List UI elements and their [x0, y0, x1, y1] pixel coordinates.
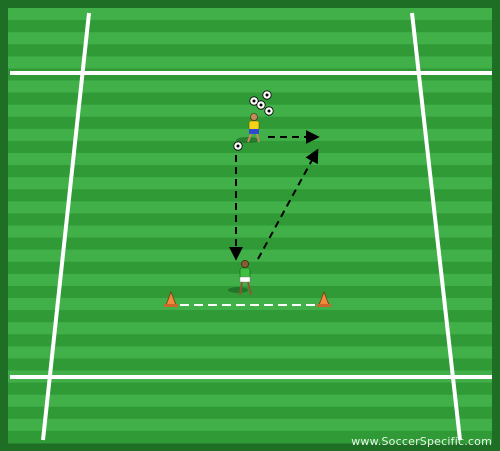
field-stripe — [8, 44, 492, 57]
arrows — [229, 130, 320, 261]
receiver-player — [228, 260, 252, 296]
field-stripe — [8, 20, 492, 33]
ball-pile — [233, 90, 274, 151]
field-stripe — [8, 249, 492, 263]
right-sideline — [410, 12, 462, 441]
field-stripe — [8, 237, 492, 251]
left-sideline — [41, 12, 91, 441]
ball-icon — [233, 141, 243, 151]
field-stripe — [8, 140, 492, 154]
field-stripe — [8, 358, 492, 371]
field-stripe — [8, 322, 492, 335]
field-stripe — [8, 261, 492, 275]
field-stripe — [8, 382, 492, 396]
field-stripe — [8, 394, 492, 408]
field-stripe — [8, 418, 492, 432]
field-stripe — [8, 104, 492, 118]
field-stripes — [8, 8, 492, 444]
field-stripe — [8, 334, 492, 347]
field-stripe — [8, 80, 492, 94]
server-player — [236, 113, 260, 143]
ball-icon — [249, 96, 259, 106]
field-stripe — [8, 153, 492, 166]
field-stripe — [8, 213, 492, 226]
field-stripe — [8, 165, 492, 178]
field-stripe — [8, 8, 492, 21]
field-stripe — [8, 189, 492, 202]
gate — [164, 290, 331, 307]
field-stripe — [8, 56, 492, 69]
field-stripe — [8, 346, 492, 359]
field-stripe — [8, 225, 492, 239]
cone-left — [164, 290, 178, 307]
field-stripe — [8, 32, 492, 45]
field-stripe — [8, 310, 492, 323]
pitch-lines — [10, 12, 492, 441]
field-stripe — [8, 406, 492, 420]
cone-right — [317, 290, 331, 307]
field-stripe — [8, 430, 492, 444]
ball-icon — [262, 90, 272, 100]
pass-arrow-diagonal — [257, 148, 319, 260]
field-stripe — [8, 177, 492, 190]
watermark: www.SoccerSpecific.com — [351, 435, 492, 448]
field-stripe — [8, 201, 492, 214]
ball-icon — [264, 106, 274, 116]
ball-icon — [256, 100, 266, 110]
